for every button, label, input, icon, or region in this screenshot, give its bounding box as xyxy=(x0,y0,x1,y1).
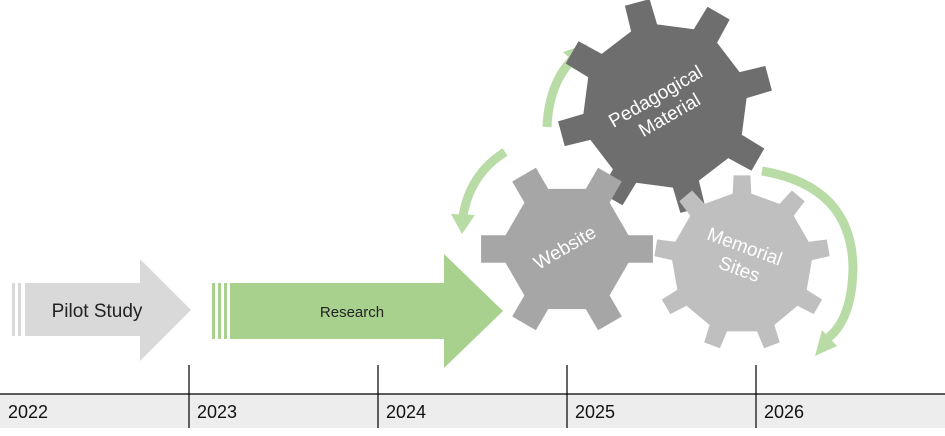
pilot-study-label: Pilot Study xyxy=(52,301,143,322)
cycle-arrow-upper xyxy=(542,54,578,128)
cycle-arrow-right xyxy=(761,166,858,342)
pilot-stripe-2 xyxy=(18,283,21,336)
gear-memorial-sites xyxy=(654,175,830,349)
research-arrow-body xyxy=(230,254,503,368)
year-label-2023: 2023 xyxy=(197,402,237,422)
timeline: 2022 2023 2024 2025 2026 xyxy=(0,365,945,428)
year-label-2026: 2026 xyxy=(764,402,804,422)
year-label-2025: 2025 xyxy=(575,402,615,422)
pilot-stripe-1 xyxy=(12,283,15,336)
research-label: Research xyxy=(320,304,384,321)
pilot-arrow-body xyxy=(25,259,191,361)
research-stripe-2 xyxy=(218,283,221,339)
gear-website xyxy=(481,167,653,331)
research-stripe-1 xyxy=(212,283,215,339)
year-label-2022: 2022 xyxy=(8,402,48,422)
pilot-study-arrow: Pilot Study xyxy=(12,259,191,361)
timeline-bar xyxy=(0,394,945,428)
cycle-arrow-left-head xyxy=(451,214,475,234)
research-arrow: Research xyxy=(212,254,503,368)
gears xyxy=(481,0,830,349)
gear-pedagogical-material xyxy=(558,0,772,213)
cycle-arrow-left xyxy=(458,148,508,217)
year-label-2024: 2024 xyxy=(386,402,426,422)
cycle-arrow-right-head xyxy=(815,330,837,356)
research-stripe-3 xyxy=(224,283,227,339)
